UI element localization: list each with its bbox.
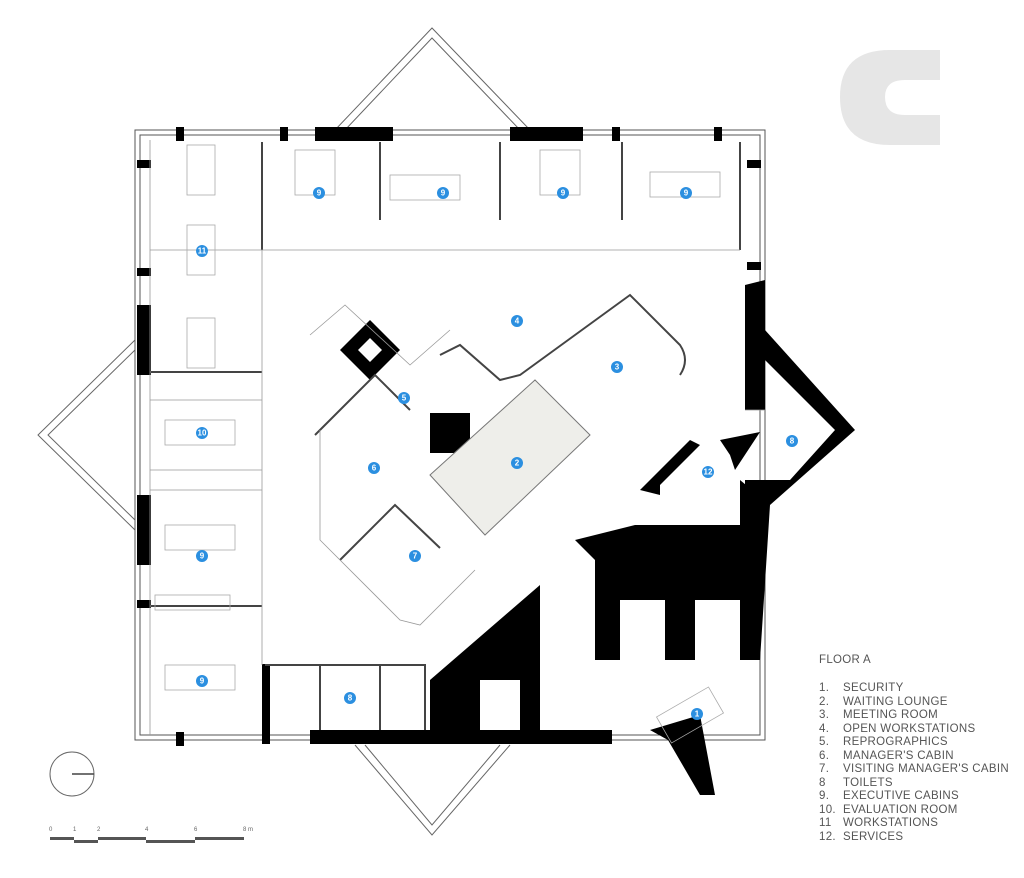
- room-marker: 5: [398, 392, 410, 404]
- room-marker-number: 8: [790, 437, 795, 446]
- room-marker-number: 9: [441, 189, 446, 198]
- room-marker-number: 11: [198, 247, 207, 256]
- legend-item: 10. EVALUATION ROOM: [819, 804, 1009, 818]
- room-marker-number: 6: [372, 464, 377, 473]
- room-marker: 9: [196, 675, 208, 687]
- legend-item-label: WORKSTATIONS: [843, 817, 939, 829]
- thin-lines: [149, 140, 765, 735]
- room-marker-number: 4: [515, 317, 520, 326]
- scale-segment: [50, 837, 74, 840]
- room-marker: 8: [786, 435, 798, 447]
- scale-tick-label: 1: [73, 827, 77, 833]
- scale-segment: [74, 840, 98, 843]
- legend-item: 8 TOILETS: [819, 777, 1009, 791]
- legend-item: 7. VISITING MANAGER'S CABIN: [819, 763, 1009, 777]
- room-marker: 9: [313, 187, 325, 199]
- room-marker-number: 9: [317, 189, 322, 198]
- legend-item: 6. MANAGER'S CABIN: [819, 750, 1009, 764]
- room-marker-number: 12: [704, 468, 713, 477]
- legend-item: 12. SERVICES: [819, 831, 1009, 845]
- room-marker: 8: [344, 692, 356, 704]
- room-marker-number: 8: [348, 694, 353, 703]
- room-marker: 9: [680, 187, 692, 199]
- waiting-lounge-area: [429, 379, 591, 536]
- scale-tick-label: 4: [145, 827, 149, 833]
- north-arrow: [49, 751, 95, 797]
- room-marker-number: 9: [200, 677, 205, 686]
- legend: FLOOR A 1. SECURITY 2. WAITING LOUNGE 3. MEET…: [819, 654, 1009, 844]
- legend-item-number: 6.: [819, 749, 830, 762]
- room-marker: 9: [196, 550, 208, 562]
- legend-item-number: 2.: [819, 695, 830, 708]
- legend-item-number: 1.: [819, 682, 830, 694]
- legend-item-label: VISITING MANAGER'S CABIN: [843, 763, 1009, 775]
- legend-item-number: 4.: [819, 722, 830, 735]
- scale-tick-label: 8 m: [243, 827, 253, 833]
- logo-c: [840, 50, 940, 145]
- room-marker-number: 5: [402, 394, 407, 403]
- legend-item-label: REPROGRAPHICS: [843, 736, 948, 748]
- room-marker: 12: [702, 466, 714, 478]
- legend-item-label: EVALUATION ROOM: [843, 803, 958, 816]
- scale-tick-label: 6: [194, 827, 198, 833]
- room-markers: 9 9 9 9 11 4 3 5 10 2 6 8 12 9 7 9 8 1: [196, 187, 798, 720]
- legend-item-number: 12.: [819, 830, 836, 843]
- room-marker: 11: [196, 245, 208, 257]
- partitions: [150, 142, 741, 730]
- room-marker: 7: [409, 550, 421, 562]
- legend-item-label: MANAGER'S CABIN: [843, 749, 954, 762]
- room-marker-number: 1: [695, 710, 700, 719]
- wall-blocks: [137, 127, 855, 795]
- legend-item-number: 7.: [819, 763, 830, 775]
- room-marker-number: 9: [561, 189, 566, 198]
- legend-title: FLOOR A: [819, 654, 871, 666]
- room-marker: 6: [368, 462, 380, 474]
- scale-segment: [195, 837, 244, 840]
- room-marker: 2: [511, 457, 523, 469]
- room-marker-number: 9: [684, 189, 689, 198]
- scale-segment: [98, 837, 146, 840]
- room-marker: 9: [557, 187, 569, 199]
- legend-item-number: 9.: [819, 790, 830, 802]
- legend-item-label: WAITING LOUNGE: [843, 695, 948, 708]
- legend-item-label: EXECUTIVE CABINS: [843, 790, 959, 802]
- legend-item-number: 3.: [819, 709, 830, 721]
- legend-item-label: OPEN WORKSTATIONS: [843, 722, 976, 735]
- legend-item: 1. SECURITY: [819, 682, 1009, 696]
- legend-item: 11 WORKSTATIONS: [819, 817, 1009, 831]
- scale-tick-label: 2: [97, 827, 101, 833]
- room-marker-number: 2: [515, 459, 520, 468]
- room-marker-number: 3: [615, 363, 620, 372]
- legend-item-number: 11: [819, 817, 832, 829]
- room-marker: 3: [611, 361, 623, 373]
- diamond-projections: [37, 27, 531, 836]
- room-marker-number: 7: [413, 552, 418, 561]
- scale-segment: [146, 840, 195, 843]
- legend-item-label: SECURITY: [843, 682, 904, 694]
- legend-item: 3. MEETING ROOM: [819, 709, 1009, 723]
- legend-item-number: 10.: [819, 803, 836, 816]
- legend-item-label: SERVICES: [843, 830, 904, 843]
- legend-item-label: TOILETS: [843, 776, 893, 789]
- scale-tick-label: 0: [49, 827, 53, 833]
- legend-item: 5. REPROGRAPHICS: [819, 736, 1009, 750]
- scale-bar: 0 1 2 4 6 8 m: [49, 827, 253, 843]
- room-marker: 4: [511, 315, 523, 327]
- room-marker: 10: [196, 427, 208, 439]
- room-marker-number: 9: [200, 552, 205, 561]
- legend-item: 2. WAITING LOUNGE: [819, 696, 1009, 710]
- room-marker: 9: [437, 187, 449, 199]
- legend-item: 4. OPEN WORKSTATIONS: [819, 723, 1009, 737]
- legend-item: 9. EXECUTIVE CABINS: [819, 790, 1009, 804]
- room-marker: 1: [691, 708, 703, 720]
- room-marker-number: 10: [198, 429, 207, 438]
- legend-item-number: 5.: [819, 736, 830, 748]
- legend-item-number: 8: [819, 776, 826, 789]
- legend-item-label: MEETING ROOM: [843, 709, 938, 721]
